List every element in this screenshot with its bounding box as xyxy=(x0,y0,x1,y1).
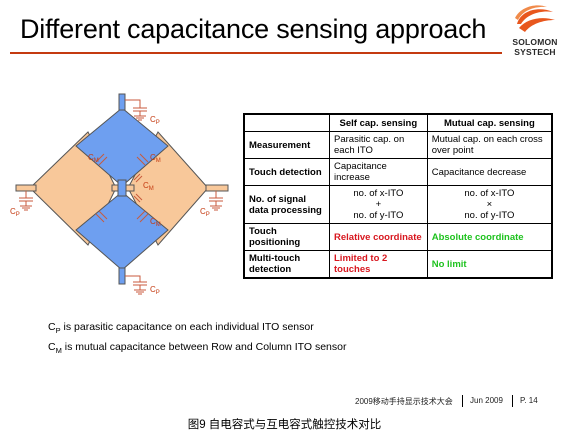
sensor-diagram: CP CP CP CP CM CM CM CM xyxy=(10,93,229,296)
slide-title: Different capacitance sensing approach xyxy=(20,14,487,44)
capacitor-cp-top xyxy=(125,99,147,121)
capacitor-cp-left xyxy=(19,191,33,211)
logo-line-1: SOLOMON xyxy=(512,37,558,47)
cell-mutual-touch-positioning: Absolute coordinate xyxy=(426,223,553,251)
solomon-logo-icon xyxy=(515,5,555,32)
footer-date: Jun 2009 xyxy=(470,396,503,405)
table-row: Measurement Parasitic cap. on each ITO M… xyxy=(243,131,553,159)
note-cp-definition: CP is parasitic capacitance on each indi… xyxy=(48,321,314,335)
slide: Different capacitance sensing approach S… xyxy=(10,4,566,407)
mutual-signal-line-1: no. of x-ITO xyxy=(464,188,515,199)
capacitor-cp-right xyxy=(209,191,223,211)
self-signal-line-2: no. of y-ITO xyxy=(353,210,404,221)
terminal-right xyxy=(205,184,229,192)
cell-self-touch-positioning: Relative coordinate xyxy=(329,223,428,251)
mutual-signal-line-2: no. of y-ITO xyxy=(464,210,515,221)
footer-event: 2009移动手持显示技术大会 xyxy=(355,397,453,406)
label-cp-left: CP xyxy=(10,207,20,218)
label-cm-lower-right: CM xyxy=(150,217,161,228)
note-cp-symbol: C xyxy=(48,321,56,333)
note-cm-subscript: M xyxy=(55,346,62,356)
table-row: Multi-touch detection Limited to 2 touch… xyxy=(243,250,553,279)
capacitor-cp-bottom xyxy=(125,275,147,295)
row-label-touch-detection: Touch detection xyxy=(243,158,330,186)
label-cp-right: CP xyxy=(200,207,210,218)
note-cp-subscript: P xyxy=(55,326,61,336)
footer-separator-1 xyxy=(462,395,463,407)
note-cm-symbol: C xyxy=(48,341,56,353)
row-label-signal-processing: No. of signal data processing xyxy=(243,185,330,224)
terminal-bottom xyxy=(118,267,126,285)
capacitor-cm-group xyxy=(95,153,149,223)
mutual-signal-operator: × xyxy=(486,199,493,210)
comparison-table: Self cap. sensing Mutual cap. sensing Me… xyxy=(243,113,553,279)
cell-mutual-multi-touch: No limit xyxy=(426,250,553,279)
note-cm-definition: CM is mutual capacitance between Row and… xyxy=(48,341,346,355)
self-signal-operator: + xyxy=(375,199,382,210)
self-signal-line-1: no. of x-ITO xyxy=(353,188,404,199)
footer-page-number: P. 14 xyxy=(520,396,538,405)
label-cm-upper-right: CM xyxy=(150,153,161,164)
footer-separator-2 xyxy=(512,395,513,407)
table-row: Touch positioning Relative coordinate Ab… xyxy=(243,223,553,251)
table-header-mutual: Mutual cap. sensing xyxy=(426,113,553,132)
table-row: Touch detection Capacitance increase Cap… xyxy=(243,158,553,186)
label-cp-top: CP xyxy=(150,115,160,126)
row-label-measurement: Measurement xyxy=(243,131,330,159)
cell-self-measurement: Parasitic cap. on each ITO xyxy=(329,131,428,159)
table-row: No. of signal data processing no. of x-I… xyxy=(243,185,553,224)
figure-caption: 图9 自电容式与互电容式触控技术对比 xyxy=(187,419,382,431)
table-header-corner xyxy=(243,113,330,132)
terminal-top xyxy=(118,93,126,111)
logo-wordmark: SOLOMON SYSTECH xyxy=(504,37,566,57)
cell-self-touch-detection: Capacitance increase xyxy=(329,158,428,186)
terminal-left xyxy=(15,184,37,192)
cell-mutual-touch-detection: Capacitance decrease xyxy=(426,158,553,186)
company-logo: SOLOMON SYSTECH xyxy=(504,4,566,60)
cell-mutual-measurement: Mutual cap. on each cross over point xyxy=(426,131,553,159)
logo-line-2: SYSTECH xyxy=(514,47,556,57)
label-cm-center: CM xyxy=(143,181,154,192)
note-cp-text: is parasitic capacitance on each individ… xyxy=(60,321,314,333)
label-cm-upper-left: CM xyxy=(88,153,99,164)
table-header-self: Self cap. sensing xyxy=(329,113,428,132)
row-label-multi-touch: Multi-touch detection xyxy=(243,250,330,279)
table-header-row: Self cap. sensing Mutual cap. sensing xyxy=(243,113,553,132)
note-cm-text: is mutual capacitance between Row and Co… xyxy=(61,341,347,353)
cell-self-multi-touch: Limited to 2 touches xyxy=(329,250,428,279)
row-label-touch-positioning: Touch positioning xyxy=(243,223,330,251)
title-divider xyxy=(10,52,502,54)
label-cp-bottom: CP xyxy=(150,285,160,296)
cell-self-signal-processing: no. of x-ITO + no. of y-ITO xyxy=(329,185,428,224)
center-bridge-y xyxy=(117,179,127,197)
cell-mutual-signal-processing: no. of x-ITO × no. of y-ITO xyxy=(426,185,553,224)
